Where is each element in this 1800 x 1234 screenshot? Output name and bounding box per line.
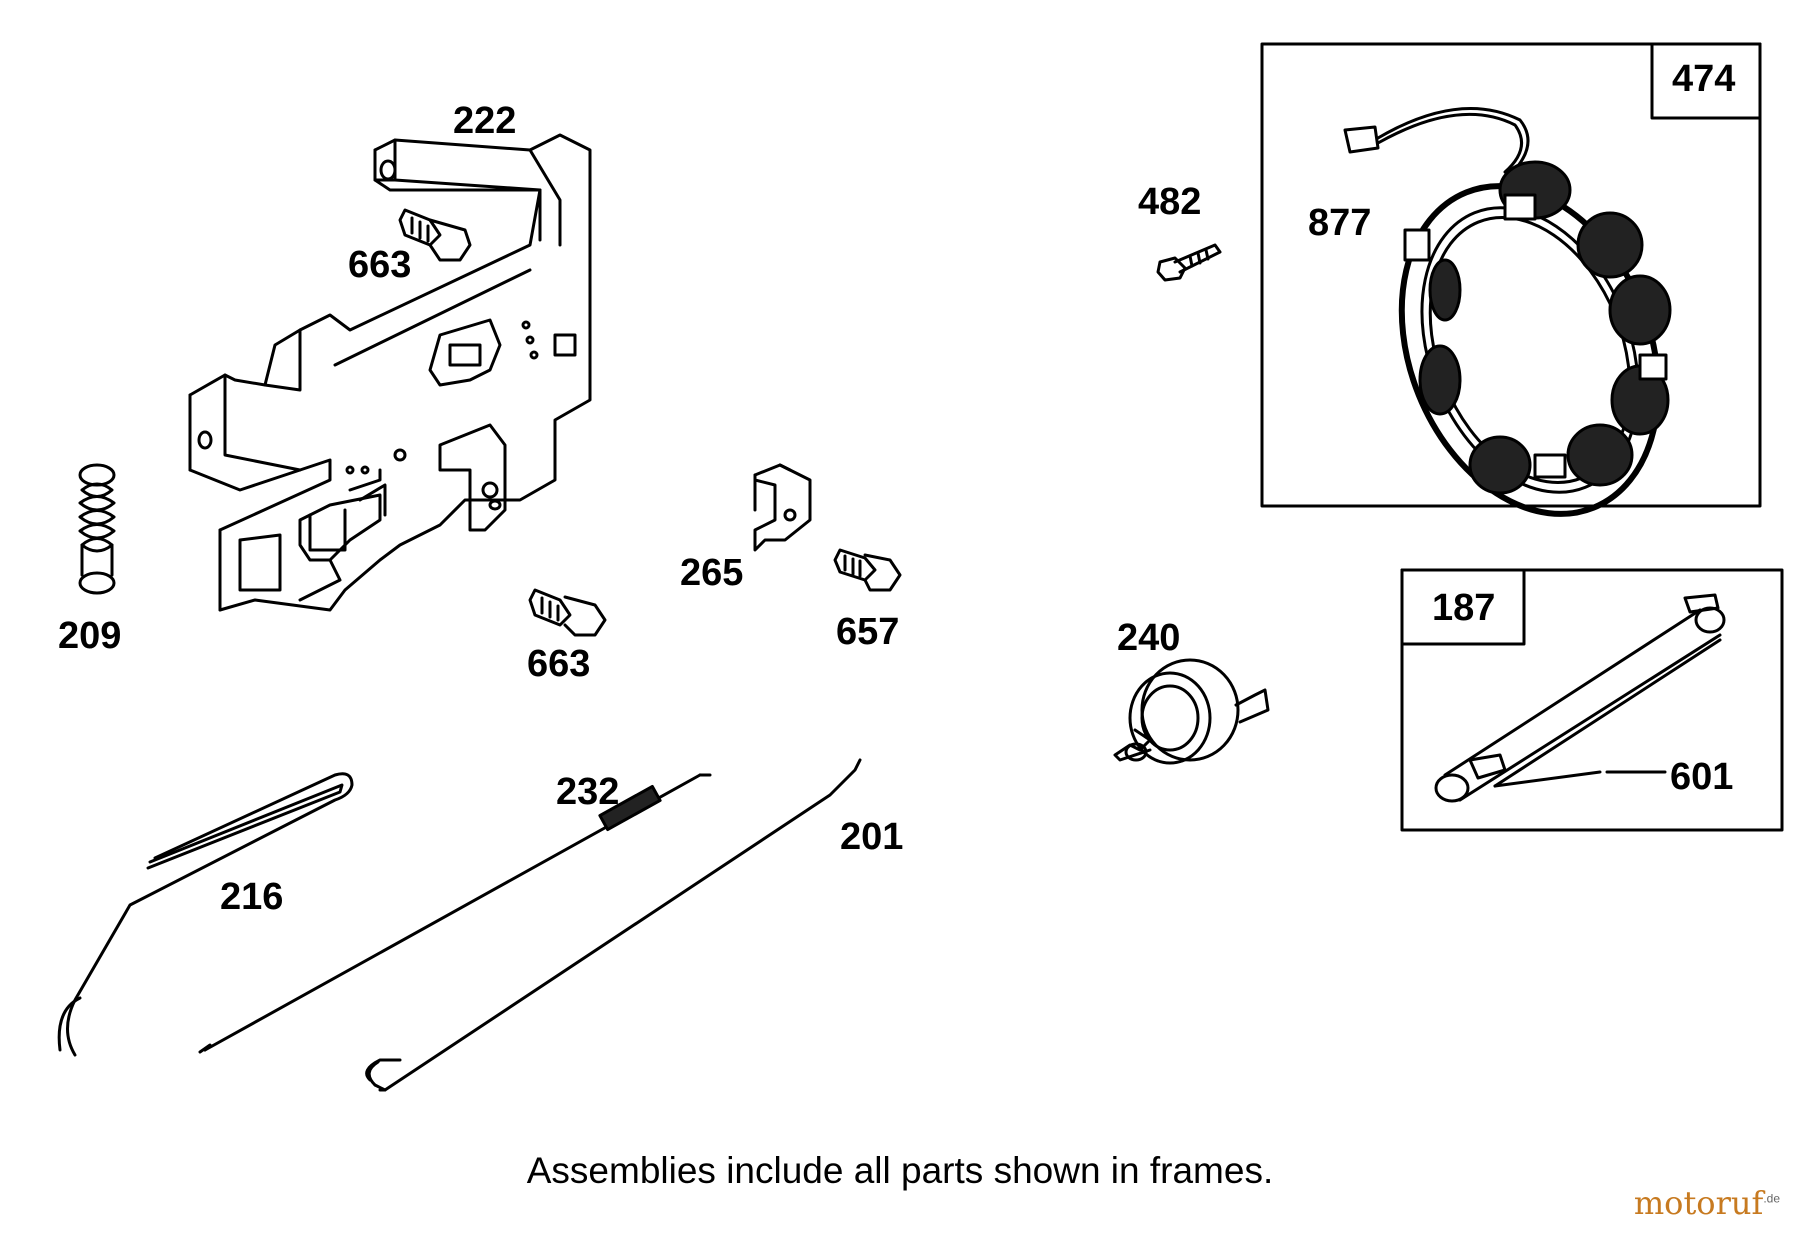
watermark-brand: motoruf bbox=[1633, 1184, 1764, 1222]
part-number-label: 601 bbox=[1670, 756, 1734, 798]
rod-232-part bbox=[198, 773, 712, 1054]
part-number-label: 877 bbox=[1308, 202, 1372, 244]
diagram-caption: Assemblies include all parts shown in fr… bbox=[526, 1150, 1274, 1191]
part-number-label: 216 bbox=[220, 876, 284, 918]
fuel-filter-part bbox=[1113, 658, 1270, 765]
screw-part bbox=[1156, 243, 1222, 282]
control-bracket-part bbox=[188, 133, 592, 612]
frame-number-label: 474 bbox=[1672, 58, 1736, 100]
frame-474 bbox=[1260, 42, 1762, 508]
spring-part bbox=[78, 463, 116, 595]
part-number-label: 482 bbox=[1138, 181, 1202, 223]
part-number-label: 209 bbox=[58, 615, 122, 657]
bolt-part-upper bbox=[398, 208, 472, 262]
bolt-part-657 bbox=[833, 548, 902, 592]
part-number-label: 663 bbox=[348, 244, 412, 286]
part-number-label: 663 bbox=[527, 643, 591, 685]
rod-201-part bbox=[365, 758, 862, 1092]
part-number-label: 657 bbox=[836, 611, 900, 653]
rod-216-part bbox=[57, 772, 354, 1057]
clip-part bbox=[753, 463, 812, 552]
watermark-logo: motoruf.de bbox=[1634, 1184, 1780, 1222]
frame-187 bbox=[1400, 568, 1784, 832]
part-number-label: 232 bbox=[556, 771, 620, 813]
part-number-label: 240 bbox=[1117, 617, 1181, 659]
stator-ring-part bbox=[1343, 106, 1672, 517]
part-number-label: 265 bbox=[680, 552, 744, 594]
part-number-label: 201 bbox=[840, 816, 904, 858]
watermark-tld: .de bbox=[1763, 1191, 1780, 1206]
frame-number-label: 187 bbox=[1432, 587, 1496, 629]
part-number-label: 222 bbox=[453, 100, 517, 142]
hose-part bbox=[1434, 593, 1726, 803]
bolt-part-lower bbox=[528, 588, 607, 637]
